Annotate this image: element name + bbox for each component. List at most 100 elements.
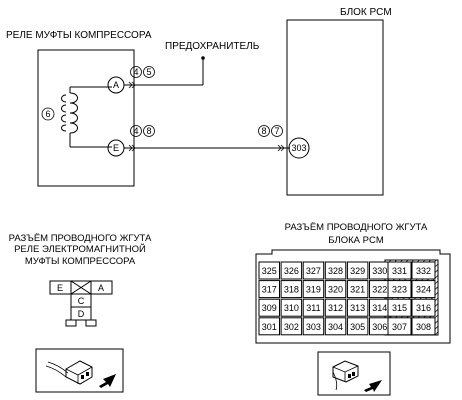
- pcm-connector-pictogram: [317, 351, 391, 396]
- svg-text:8: 8: [261, 126, 266, 136]
- pcm-pin-307: 307: [392, 322, 407, 332]
- relay-terminal-a: A: [107, 76, 125, 94]
- wire-a-to-fuse: [124, 56, 205, 89]
- pcm-pin-311-box: [302, 298, 325, 317]
- pcm-pin-301-box: [258, 317, 280, 336]
- pcm-pin-319-box: [302, 280, 325, 299]
- pcm-pin-332-box: [411, 261, 436, 280]
- pcm-pin-303-box: [302, 317, 325, 336]
- pcm-pin-327: 327: [306, 266, 321, 276]
- relay-pin-d: D: [78, 309, 85, 319]
- svg-text:РАЗЪЁМ ПРОВОДНОГО ЖГУТА: РАЗЪЁМ ПРОВОДНОГО ЖГУТА: [285, 222, 428, 233]
- terminal-a-markers: 4 5: [130, 66, 155, 78]
- pcm-pin-304: 304: [328, 322, 343, 332]
- pcm-pin-306: 306: [372, 322, 387, 332]
- pcm-pin-310: 310: [284, 303, 299, 313]
- pcm-pin-309-box: [258, 298, 280, 317]
- pcm-pin-329: 329: [350, 266, 365, 276]
- svg-text:7: 7: [274, 126, 279, 136]
- pcm-pin-328-box: [324, 261, 347, 280]
- pcm-pin-325: 325: [262, 266, 277, 276]
- pcm-box: [286, 19, 384, 196]
- fuse-label: ПРЕДОХРАНИТЕЛЬ: [165, 41, 260, 52]
- pcm-pin-332: 332: [416, 266, 431, 276]
- svg-text:РАЗЪЁМ ПРОВОДНОГО ЖГУТА: РАЗЪЁМ ПРОВОДНОГО ЖГУТА: [9, 233, 152, 244]
- pcm-pin-314: 314: [372, 303, 387, 313]
- pcm-pin-326: 326: [284, 266, 299, 276]
- pcm-pin-322: 322: [372, 285, 387, 295]
- svg-text:4: 4: [133, 67, 138, 77]
- pcm-pin-321-box: [346, 280, 369, 299]
- relay-pin-c: C: [78, 296, 85, 306]
- coil-marker: 6: [41, 107, 55, 121]
- relay-connector-title: РАЗЪЁМ ПРОВОДНОГО ЖГУТА РЕЛЕ ЭЛЕКТРОМАГН…: [9, 233, 152, 267]
- pcm-pin-320-box: [324, 280, 347, 299]
- pcm-pin-326-box: [280, 261, 303, 280]
- wire-e-to-pcm: [124, 144, 290, 152]
- svg-text:8: 8: [146, 126, 151, 136]
- pcm-pin-328: 328: [328, 266, 343, 276]
- pcm-pin-317: 317: [262, 285, 277, 295]
- pcm-pin-313: 313: [350, 303, 365, 313]
- pcm-pin-323: 323: [392, 285, 407, 295]
- relay-connector-pictogram: [35, 348, 124, 393]
- pcm-pin-323-box: [387, 280, 412, 299]
- pcm-pin-308-box: [411, 317, 436, 336]
- relay-title: РЕЛЕ МУФТЫ КОМПРЕССОРА: [6, 30, 152, 41]
- pcm-pin-325-box: [258, 261, 280, 280]
- pcm-pin-318: 318: [284, 285, 299, 295]
- pcm-pin-302: 302: [284, 322, 299, 332]
- pcm-pin-316: 316: [416, 303, 431, 313]
- pcm-connector-face: 325 326 327 328 329 330 317 318 319 320 321 322 309 3…: [255, 249, 451, 344]
- pcm-pin-305: 305: [350, 322, 365, 332]
- svg-text:БЛОКА PCM: БЛОКА PCM: [328, 235, 384, 246]
- pcm-connector-title: РАЗЪЁМ ПРОВОДНОГО ЖГУТА БЛОКА PCM: [285, 222, 428, 246]
- pcm-pin-316-box: [411, 298, 436, 317]
- pcm-pin-315-box: [387, 298, 412, 317]
- pcm-pin-320: 320: [328, 285, 343, 295]
- relay-box: [37, 49, 135, 187]
- svg-text:МУФТЫ КОМПРЕССОРА: МУФТЫ КОМПРЕССОРА: [25, 256, 136, 267]
- pcm-pin-312: 312: [328, 303, 343, 313]
- pcm-pin-319: 319: [306, 285, 321, 295]
- pcm-pin-309: 309: [262, 303, 277, 313]
- pcm-pin-302-box: [280, 317, 303, 336]
- pcm-pin-329-box: [346, 261, 369, 280]
- svg-text:РЕЛЕ ЭЛЕКТРОМАГНИТНОЙ: РЕЛЕ ЭЛЕКТРОМАГНИТНОЙ: [14, 243, 146, 255]
- pcm-pin-324-box: [411, 280, 436, 299]
- relay-pin-a: A: [98, 283, 104, 293]
- pcm-terminal-303: 303: [288, 137, 310, 159]
- pcm-pin-331: 331: [392, 266, 407, 276]
- svg-text:E: E: [113, 143, 119, 153]
- relay-pin-e: E: [57, 283, 63, 293]
- pcm-pin-313-box: [346, 298, 369, 317]
- pcm-pin-308: 308: [416, 322, 431, 332]
- pcm-pin-303: 303: [306, 322, 321, 332]
- pcm-pin-327-box: [302, 261, 325, 280]
- pcm-pin-310-box: [280, 298, 303, 317]
- svg-text:4: 4: [133, 126, 138, 136]
- pcm-pin-315: 315: [392, 303, 407, 313]
- svg-text:6: 6: [45, 109, 50, 119]
- pcm-pin-311: 311: [306, 303, 320, 313]
- terminal-e-markers: 4 8: [130, 125, 155, 137]
- relay-terminal-e: E: [107, 139, 125, 157]
- pcm-markers: 8 7: [258, 125, 283, 137]
- pcm-pin-321: 321: [350, 285, 365, 295]
- pcm-pin-317-box: [258, 280, 280, 299]
- pcm-pin-301: 301: [262, 322, 277, 332]
- pcm-pin-324: 324: [416, 285, 431, 295]
- pcm-pin-312-box: [324, 298, 347, 317]
- pcm-pin-305-box: [346, 317, 369, 336]
- pcm-pin-304-box: [324, 317, 347, 336]
- svg-text:A: A: [113, 80, 119, 90]
- svg-text:303: 303: [291, 143, 306, 153]
- pcm-pin-331-box: [387, 261, 412, 280]
- relay-coil: [61, 86, 112, 148]
- pcm-title: БЛОК PCM: [340, 7, 392, 18]
- svg-text:5: 5: [146, 67, 151, 77]
- pcm-pin-318-box: [280, 280, 303, 299]
- pcm-pin-330: 330: [372, 266, 387, 276]
- relay-connector-face: E A C D: [49, 280, 113, 327]
